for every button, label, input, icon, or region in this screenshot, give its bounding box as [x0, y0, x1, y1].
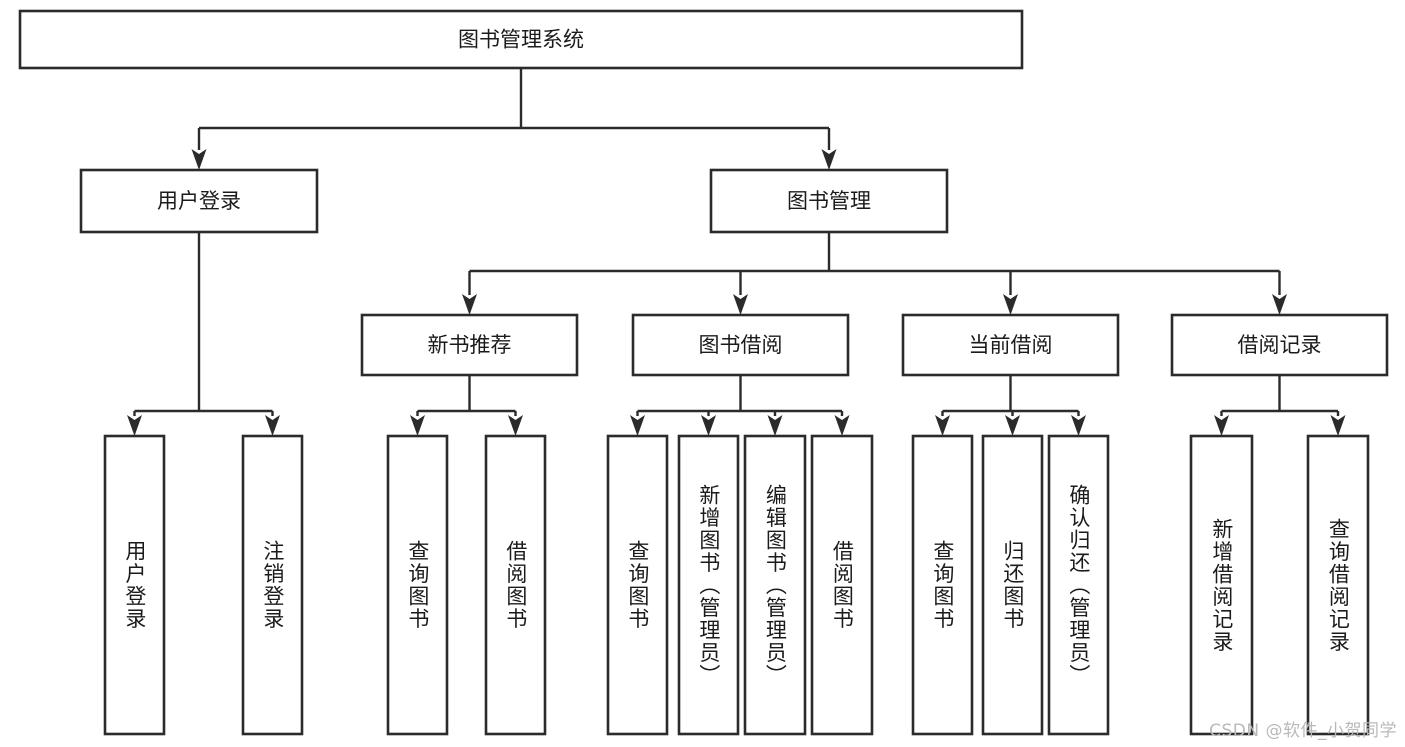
- node-box-借阅图书[interactable]: [810, 434, 874, 736]
- node-box-查询图书[interactable]: [911, 434, 974, 736]
- arrow-head-book-mgmt-3: [1272, 294, 1287, 315]
- arrow-head-root-1: [821, 149, 837, 170]
- arrow-head-l3-1-3: [834, 415, 850, 436]
- node-box-归还图书[interactable]: [981, 434, 1044, 736]
- node-box-图书借阅[interactable]: [631, 313, 850, 377]
- arrow-head-root-0: [191, 149, 207, 170]
- edges-layer: [127, 68, 1346, 436]
- node-box-借阅记录[interactable]: [1170, 313, 1389, 377]
- node-box-新增借阅记录[interactable]: [1189, 434, 1254, 736]
- arrow-head-book-mgmt-1: [733, 294, 748, 315]
- node-label-图书管理系统: 图书管理系统: [458, 28, 584, 52]
- node-label-当前借阅: 当前借阅: [969, 333, 1053, 357]
- arrow-head-user-login-0: [127, 415, 142, 436]
- node-box-查询图书[interactable]: [386, 434, 449, 736]
- node-box-当前借阅[interactable]: [901, 313, 1120, 377]
- node-label-借阅记录: 借阅记录: [1238, 333, 1322, 357]
- node-box-查询图书[interactable]: [606, 434, 669, 736]
- arrow-head-l3-3-1: [1330, 415, 1346, 436]
- node-box-用户登录[interactable]: [103, 434, 166, 736]
- node-box-用户登录[interactable]: [79, 168, 319, 234]
- node-box-借阅图书[interactable]: [484, 434, 547, 736]
- arrow-head-l3-0-1: [508, 415, 523, 436]
- arrow-head-l3-1-2: [767, 415, 783, 436]
- arrow-head-l3-1-0: [630, 415, 645, 436]
- node-label-图书借阅: 图书借阅: [699, 333, 783, 357]
- node-box-确认归还管理员[interactable]: [1047, 434, 1110, 736]
- node-box-查询借阅记录[interactable]: [1306, 434, 1370, 736]
- node-label-图书管理: 图书管理: [787, 189, 871, 213]
- node-box-新增图书管理员[interactable]: [677, 434, 740, 736]
- node-box-注销登录[interactable]: [241, 434, 304, 736]
- boxes-layer: [18, 9, 1389, 736]
- arrow-head-l3-2-0: [935, 415, 950, 436]
- arrow-head-l3-2-2: [1071, 415, 1086, 436]
- watermark-text: CSDN @软件_小贺同学: [1209, 721, 1397, 741]
- arrow-head-book-mgmt-0: [462, 294, 477, 315]
- arrow-head-l3-3-0: [1214, 415, 1229, 436]
- node-box-新书推荐[interactable]: [360, 313, 579, 377]
- node-label-新书推荐: 新书推荐: [428, 333, 512, 357]
- arrow-head-l3-0-0: [410, 415, 425, 436]
- arrow-head-user-login-1: [265, 415, 280, 436]
- arrow-head-l3-1-1: [701, 415, 716, 436]
- arrow-head-l3-2-1: [1005, 415, 1020, 436]
- node-label-用户登录: 用户登录: [157, 189, 241, 213]
- node-box-图书管理系统[interactable]: [18, 9, 1024, 70]
- node-box-编辑图书管理员[interactable]: [743, 434, 807, 736]
- node-box-图书管理[interactable]: [709, 168, 949, 234]
- arrow-head-book-mgmt-2: [1003, 294, 1018, 315]
